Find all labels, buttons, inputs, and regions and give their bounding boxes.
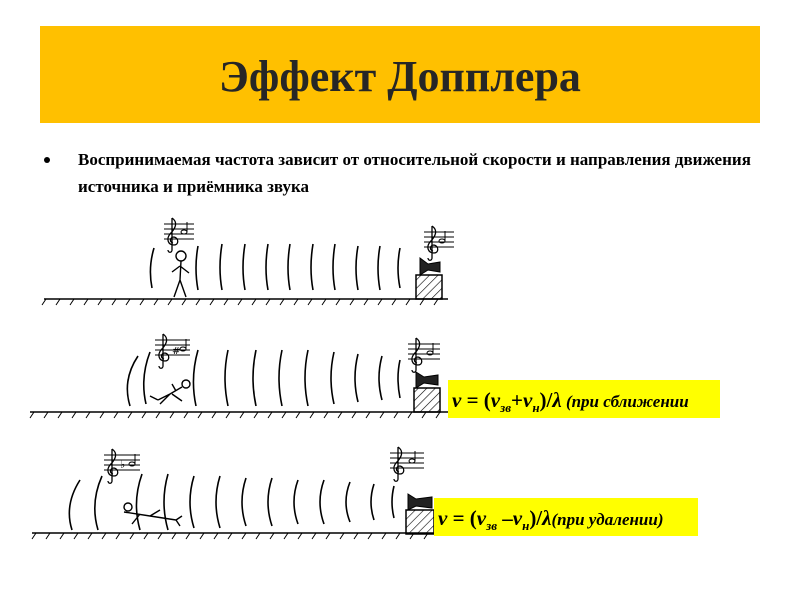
formula-lambda: λ bbox=[552, 388, 562, 412]
person-standing bbox=[171, 250, 190, 298]
formula-subscript: зв bbox=[500, 400, 512, 416]
treble-clef-icon: # bbox=[155, 333, 190, 369]
formula-symbol: ν bbox=[452, 388, 462, 412]
formula-subscript: зв bbox=[486, 518, 498, 534]
slide-title: Эффект Допплера bbox=[219, 52, 581, 101]
formula-subscript: н bbox=[522, 518, 530, 534]
loudspeaker-icon bbox=[413, 371, 441, 413]
bullet-text: Воспринимаемая частота зависит от относи… bbox=[78, 150, 751, 196]
formula-subscript: н bbox=[532, 400, 540, 416]
scene-row-3: ♭ bbox=[31, 446, 436, 540]
treble-clef-icon: ♭ bbox=[104, 448, 140, 484]
svg-text:#: # bbox=[172, 346, 180, 357]
formula-part: v bbox=[490, 388, 501, 412]
formula-note: (при удалении) bbox=[551, 510, 664, 529]
scene-row-1 bbox=[41, 217, 454, 306]
formula-part: v bbox=[512, 506, 523, 530]
formula-note: (при сближении bbox=[561, 392, 689, 411]
formula-part: )/ bbox=[539, 388, 553, 412]
formula-part: + bbox=[511, 388, 523, 412]
treble-clef-icon bbox=[408, 337, 440, 373]
loudspeaker-icon bbox=[405, 493, 435, 535]
loudspeaker-icon bbox=[415, 257, 443, 300]
scene-row-2: # bbox=[29, 333, 452, 419]
formula-recede: ν = (vзв –vн)/λ(при удалении) bbox=[434, 498, 698, 536]
formula-symbol: ν bbox=[438, 506, 448, 530]
title-banner: Эффект Допплера bbox=[40, 26, 760, 123]
treble-clef-icon bbox=[390, 446, 424, 482]
ground-line bbox=[29, 411, 452, 419]
formula-part: – bbox=[497, 506, 513, 530]
person-lying bbox=[123, 502, 183, 527]
sound-wave-arcs bbox=[126, 349, 401, 407]
formula-part: = ( bbox=[461, 388, 491, 412]
sound-wave-arcs bbox=[68, 473, 395, 531]
bullet-icon bbox=[44, 157, 50, 163]
sound-wave-arcs bbox=[149, 243, 401, 291]
treble-clef-icon bbox=[164, 217, 194, 253]
person-running bbox=[149, 379, 191, 405]
formula-approach: ν = (vзв+vн)/λ (при сближении bbox=[448, 380, 720, 418]
formula-part: )/ bbox=[529, 506, 543, 530]
svg-text:♭: ♭ bbox=[120, 458, 125, 471]
formula-part: v bbox=[522, 388, 533, 412]
formula-part: = ( bbox=[447, 506, 477, 530]
treble-clef-icon bbox=[424, 225, 454, 261]
ground-line bbox=[31, 532, 436, 540]
ground-line bbox=[41, 298, 448, 306]
formula-lambda: λ bbox=[542, 506, 552, 530]
formula-part: v bbox=[476, 506, 487, 530]
